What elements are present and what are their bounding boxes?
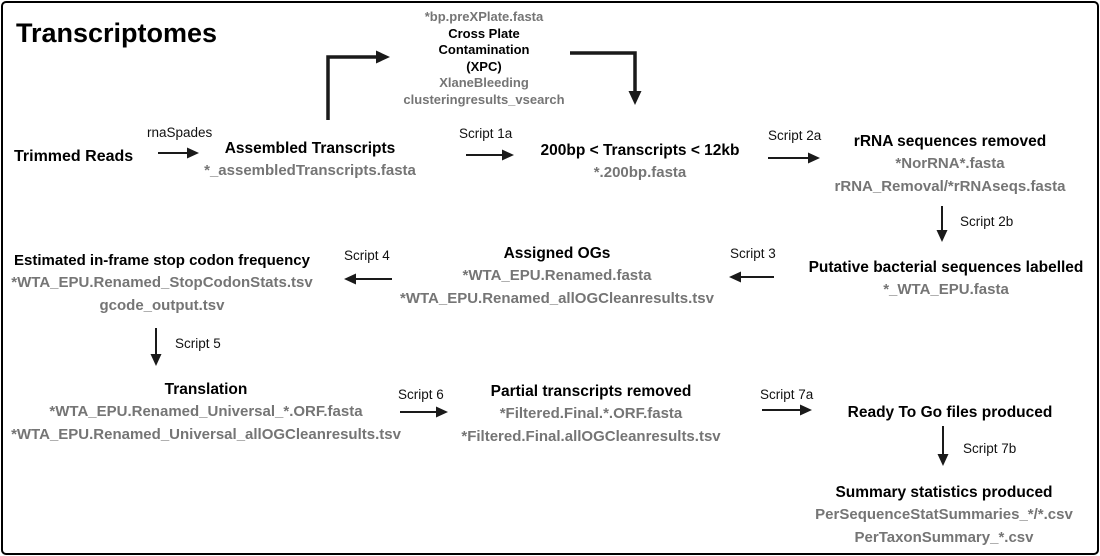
edge-label-script-5: Script 5	[175, 336, 221, 351]
edge-label-script-6: Script 6	[398, 387, 444, 402]
arrow-assembled-to-xpc	[326, 50, 390, 120]
node-file: *_assembledTranscripts.fasta	[204, 162, 416, 179]
xpc-title-line3: (XPC)	[466, 58, 502, 74]
node-assembled-transcripts: Assembled Transcripts *_assembledTranscr…	[204, 137, 416, 183]
xpc-title-line2: Contamination	[438, 42, 530, 57]
node-file: *.200bp.fasta	[593, 164, 687, 181]
node-trimmed-reads: Trimmed Reads	[14, 145, 133, 168]
node-title: 200bp < Transcripts < 12kb	[540, 142, 740, 159]
arrow-xpc-to-size-filter	[570, 51, 642, 105]
node-summary-statistics: Summary statistics produced PerSequenceS…	[815, 481, 1073, 549]
node-file: *WTA_EPU.Renamed_Universal_allOGCleanres…	[11, 425, 401, 443]
edge-label-script-2b: Script 2b	[960, 214, 1014, 229]
edge-label-script-3: Script 3	[730, 246, 776, 261]
xpc-input-file: *bp.preXPlate.fasta	[424, 9, 544, 24]
node-ready-to-go: Ready To Go files produced	[848, 401, 1053, 424]
edge-label-script-2a: Script 2a	[768, 128, 822, 143]
node-title: Translation	[164, 381, 248, 398]
node-file: rRNA_Removal/*rRNAseqs.fasta	[834, 177, 1066, 195]
node-rrna-removed: rRNA sequences removed *NorRNA*.fasta rR…	[835, 130, 1066, 198]
node-stop-codon-frequency: Estimated in-frame stop codon frequency …	[11, 249, 312, 317]
node-title: Ready To Go files produced	[847, 404, 1053, 421]
node-title: Putative bacterial sequences labelled	[808, 259, 1084, 276]
node-putative-bacterial: Putative bacterial sequences labelled *_…	[809, 256, 1084, 302]
edge-label-script-7b: Script 7b	[963, 441, 1017, 456]
xpc-title-line1: Cross Plate	[448, 25, 520, 41]
node-title: rRNA sequences removed	[853, 133, 1047, 150]
node-partial-removed: Partial transcripts removed *Filtered.Fi…	[461, 380, 720, 448]
node-translation: Translation *WTA_EPU.Renamed_Universal_*…	[11, 378, 401, 446]
node-title: Partial transcripts removed	[490, 383, 692, 400]
edge-label-script-1a: Script 1a	[459, 126, 513, 141]
node-file: *WTA_EPU.Renamed_Universal_*.ORF.fasta	[49, 403, 363, 420]
node-file: *NorRNA*.fasta	[895, 155, 1005, 172]
node-file: *WTA_EPU.Renamed_allOGCleanresults.tsv	[400, 289, 714, 307]
node-title: Assigned OGs	[503, 245, 611, 262]
node-cross-plate-contamination: *bp.preXPlate.fasta Cross Plate Contamin…	[403, 9, 564, 108]
node-title: Summary statistics produced	[835, 484, 1053, 501]
xpc-output-file-1: XlaneBleeding	[439, 75, 529, 90]
edge-label-rnaspades: rnaSpades	[147, 125, 213, 140]
node-title: Trimmed Reads	[14, 148, 134, 165]
node-file: *Filtered.Final.*.ORF.fasta	[499, 405, 683, 422]
node-file: *WTA_EPU.Renamed.fasta	[462, 267, 652, 284]
node-file: PerSequenceStatSummaries_*/*.csv	[815, 506, 1073, 523]
node-file: *WTA_EPU.Renamed_StopCodonStats.tsv	[11, 274, 313, 291]
node-assigned-ogs: Assigned OGs *WTA_EPU.Renamed.fasta *WTA…	[400, 242, 714, 310]
node-title: Estimated in-frame stop codon frequency	[14, 252, 310, 269]
node-file: *Filtered.Final.allOGCleanresults.tsv	[461, 427, 721, 445]
node-file: *_WTA_EPU.fasta	[883, 281, 1009, 298]
node-title: Assembled Transcripts	[224, 140, 396, 157]
node-file: PerTaxonSummary_*.csv	[854, 528, 1034, 546]
edge-label-script-7a: Script 7a	[760, 387, 814, 402]
xpc-output-file-2: clusteringresults_vsearch	[403, 91, 565, 107]
edge-label-script-4: Script 4	[344, 248, 390, 263]
node-file: gcode_output.tsv	[99, 296, 225, 314]
node-size-filtered: 200bp < Transcripts < 12kb *.200bp.fasta	[540, 139, 739, 185]
page-title: Transcriptomes	[16, 18, 218, 48]
